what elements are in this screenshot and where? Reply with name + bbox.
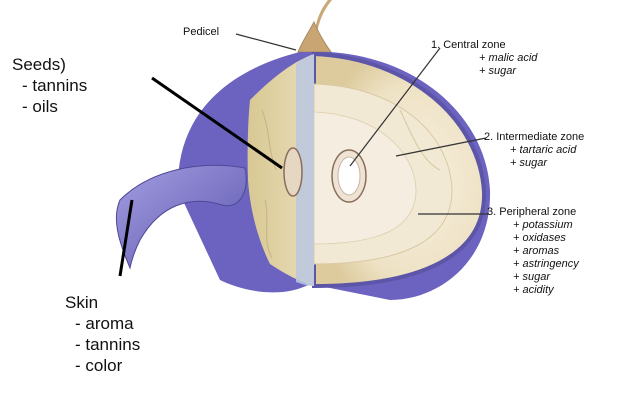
- peripheral-zone-item: + aromas: [487, 245, 579, 258]
- intermediate-zone-item: + sugar: [484, 157, 584, 170]
- seeds-item: - oils: [12, 96, 87, 117]
- peripheral-zone-item: + oxidases: [487, 232, 579, 245]
- skin-item: - tannins: [65, 334, 140, 355]
- seeds-label-group: Seeds) - tannins - oils: [12, 54, 87, 117]
- peripheral-zone-label-group: 3. Peripheral zone + potassium + oxidase…: [487, 206, 579, 297]
- central-zone-title: 1. Central zone: [431, 39, 537, 52]
- central-zone-label-group: 1. Central zone + malic acid + sugar: [431, 39, 537, 78]
- pedicel-base: [298, 22, 331, 52]
- seeds-item: - tannins: [12, 75, 87, 96]
- peripheral-zone-title: 3. Peripheral zone: [487, 206, 579, 219]
- pedicel-leader: [236, 34, 296, 50]
- skin-item: - aroma: [65, 313, 140, 334]
- central-zone-item: + sugar: [431, 65, 537, 78]
- skin-label-group: Skin - aroma - tannins - color: [65, 292, 140, 376]
- skin-title: Skin: [65, 292, 140, 313]
- seed-left: [284, 148, 302, 196]
- seeds-title: Seeds): [12, 54, 87, 75]
- central-zone-item: + malic acid: [431, 52, 537, 65]
- peripheral-zone-item: + potassium: [487, 219, 579, 232]
- peripheral-zone-item: + sugar: [487, 271, 579, 284]
- intermediate-zone-title: 2. Intermediate zone: [484, 131, 584, 144]
- peripheral-zone-item: + acidity: [487, 284, 579, 297]
- intermediate-zone-item: + tartaric acid: [484, 144, 584, 157]
- skin-item: - color: [65, 355, 140, 376]
- pedicel-label: Pedicel: [183, 26, 219, 39]
- intermediate-zone-label-group: 2. Intermediate zone + tartaric acid + s…: [484, 131, 584, 170]
- peripheral-zone-item: + astringency: [487, 258, 579, 271]
